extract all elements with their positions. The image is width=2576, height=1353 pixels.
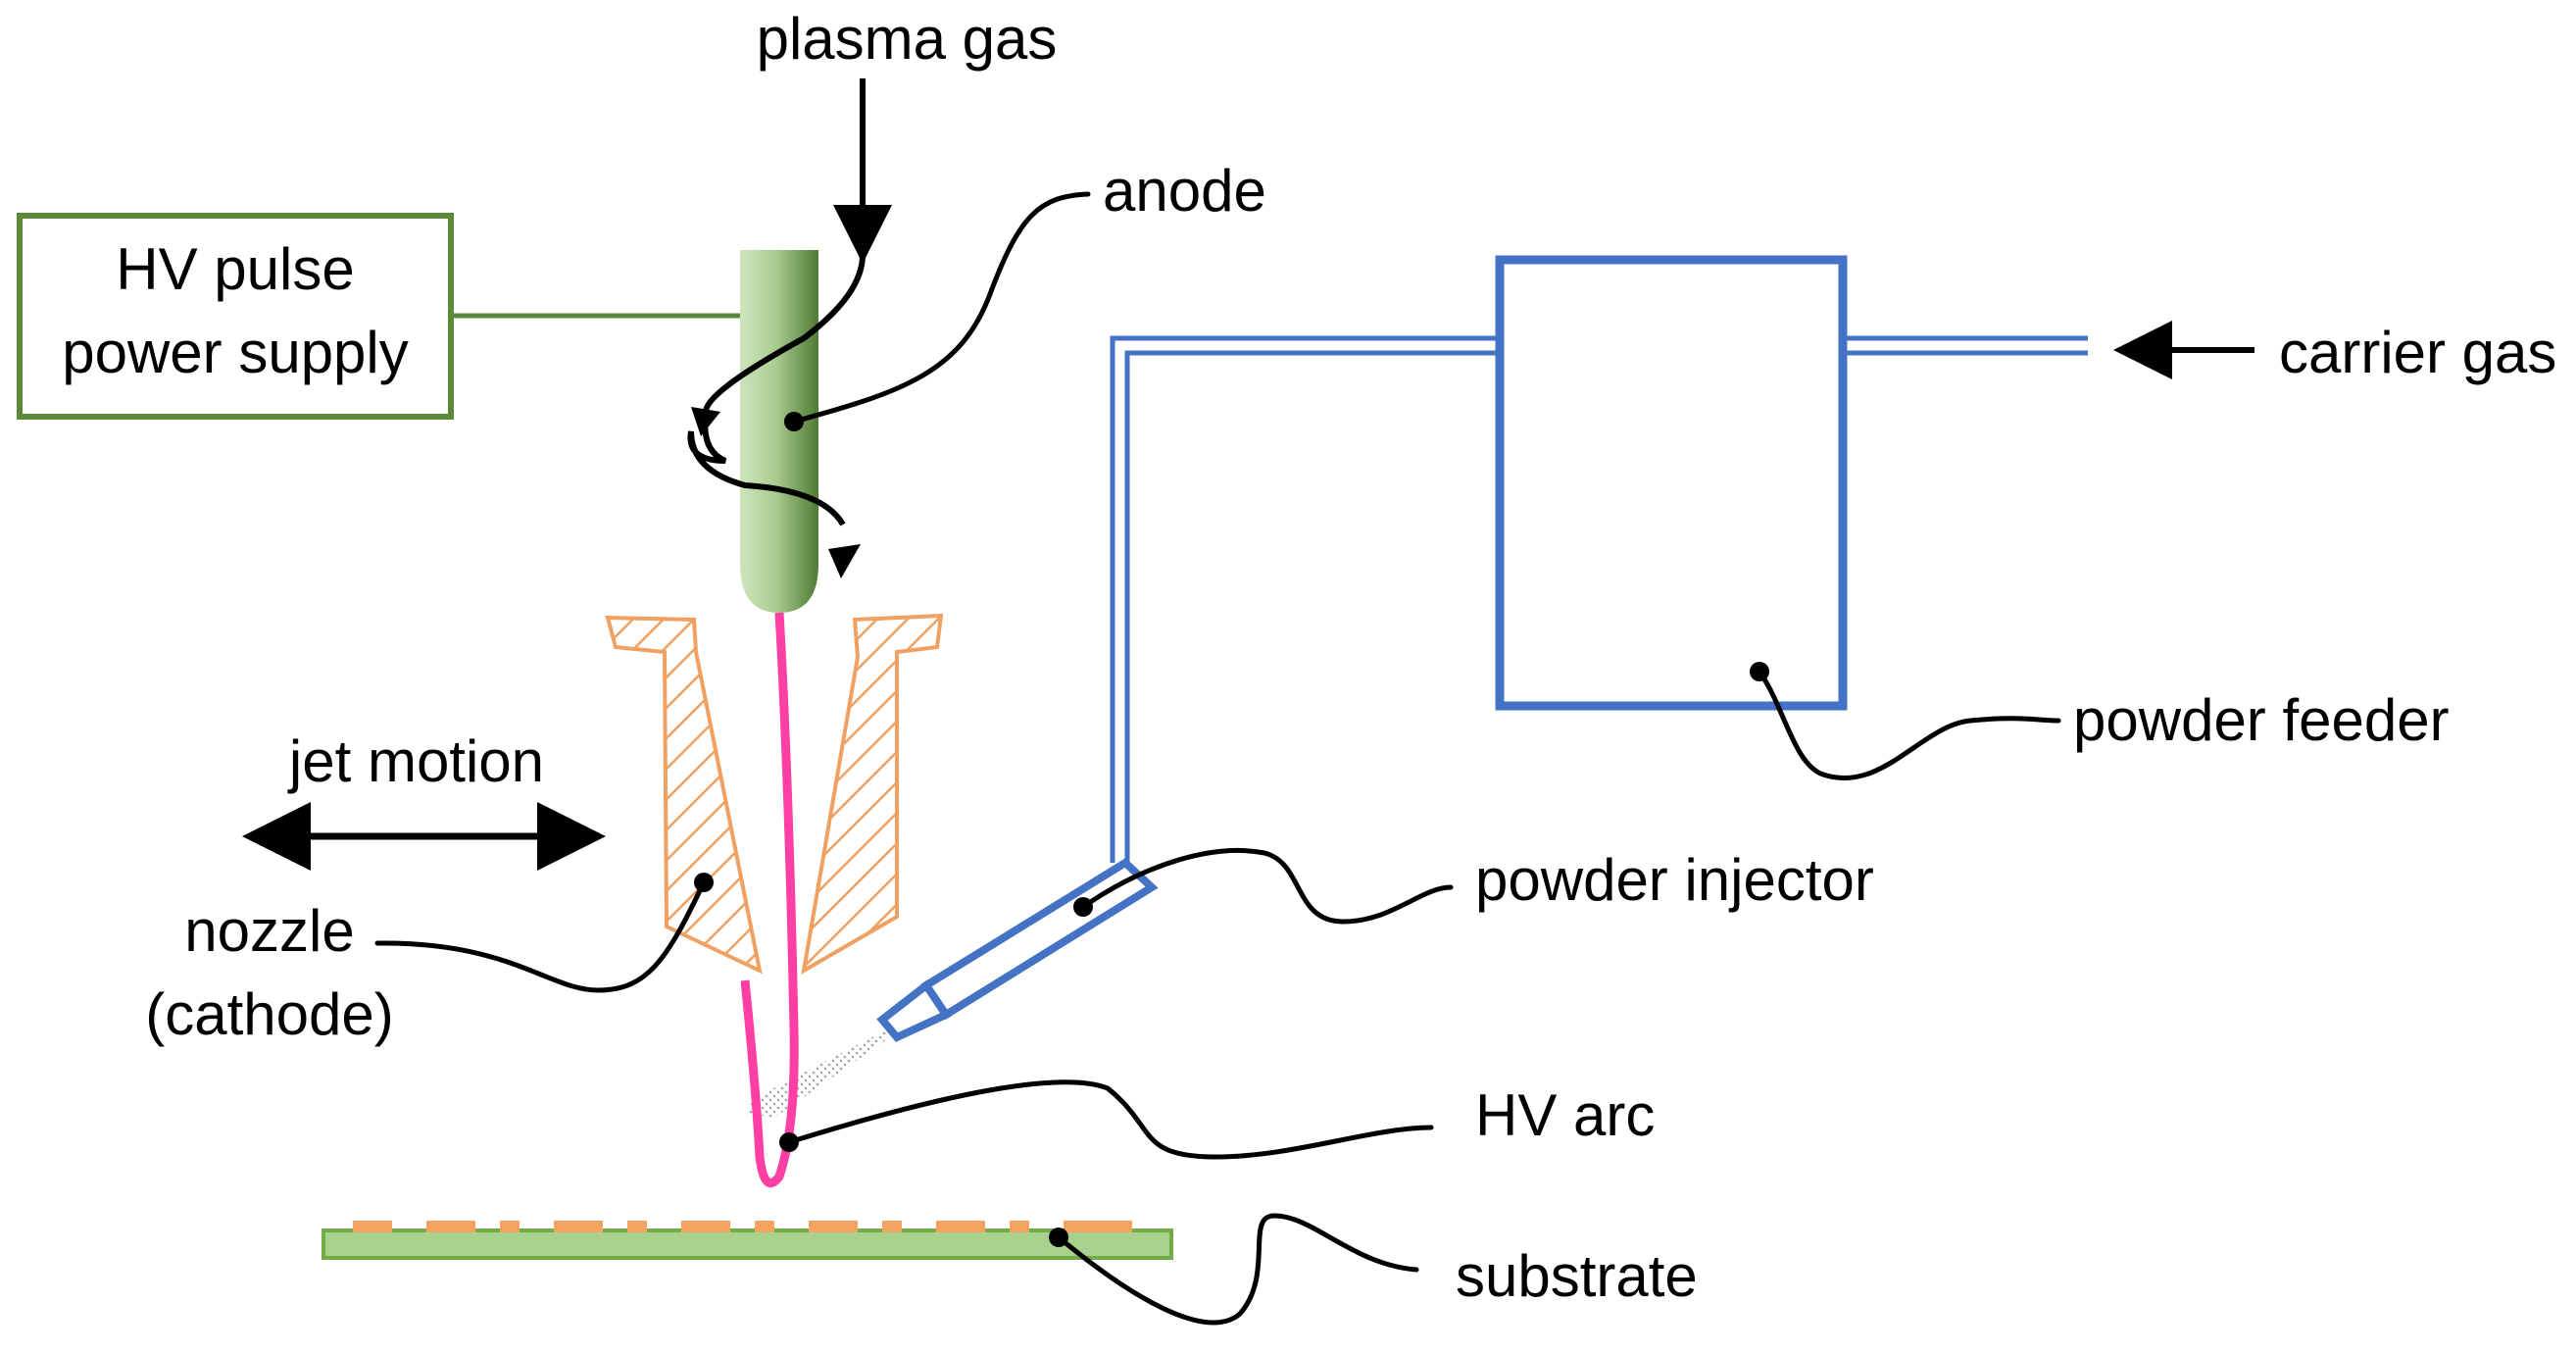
hv-arc-label: HV arc bbox=[1475, 1082, 1655, 1148]
swirl-arrowhead-left-icon bbox=[691, 407, 720, 436]
substrate-leader bbox=[1056, 1213, 1419, 1326]
powder-spray bbox=[745, 1029, 887, 1118]
substrate: substrate bbox=[322, 1213, 1698, 1326]
powder-feeder: powder feeder bbox=[1110, 255, 2450, 863]
powder-injector-label: powder injector bbox=[1475, 847, 1874, 913]
power-supply-label-line2: power supply bbox=[62, 320, 409, 385]
powder-injector-tip bbox=[876, 979, 952, 1042]
anode-body bbox=[740, 250, 818, 613]
powder-injector: powder injector bbox=[876, 847, 1874, 1042]
jet-motion-label: jet motion bbox=[287, 728, 544, 794]
feeder-tube-left-outer bbox=[1110, 335, 1500, 863]
anode-leader bbox=[791, 191, 1091, 425]
nozzle: nozzle (cathode) bbox=[145, 613, 944, 1047]
powder-feeder-leader bbox=[1757, 669, 2061, 781]
power-supply-label-line1: HV pulse bbox=[116, 236, 354, 302]
substrate-board bbox=[322, 1228, 1173, 1260]
hv-arc-leader bbox=[786, 1079, 1434, 1160]
anode: anode bbox=[687, 158, 1266, 613]
nozzle-left-wall bbox=[605, 615, 763, 975]
substrate-label: substrate bbox=[1456, 1243, 1698, 1309]
substrate-pads bbox=[353, 1221, 1132, 1232]
nozzle-leader bbox=[374, 879, 707, 993]
carrier-gas-label: carrier gas bbox=[2279, 320, 2556, 385]
hv-arc: HV arc bbox=[740, 612, 1655, 1188]
powder-feeder-box bbox=[1495, 255, 1848, 711]
gas-swirl-icon bbox=[687, 254, 866, 526]
plasma-gas-inlet: plasma gas bbox=[757, 6, 1058, 264]
hv-arc-line bbox=[740, 612, 799, 1188]
swirl-arrowhead-right-icon bbox=[828, 544, 861, 578]
powder-injector-leader bbox=[1080, 848, 1454, 925]
power-supply: HV pulse power supply bbox=[17, 213, 740, 420]
jet-motion: jet motion bbox=[242, 728, 606, 871]
powder-feeder-label: powder feeder bbox=[2073, 687, 2450, 753]
nozzle-right-wall bbox=[801, 613, 944, 975]
carrier-gas-inlet: carrier gas bbox=[2113, 320, 2556, 385]
nozzle-label-line2: (cathode) bbox=[145, 981, 393, 1047]
plasma-gas-label: plasma gas bbox=[757, 6, 1058, 72]
feeder-tube-left-inner bbox=[1124, 350, 1500, 863]
nozzle-label-line1: nozzle bbox=[184, 898, 354, 964]
power-supply-box bbox=[17, 213, 454, 420]
anode-label: anode bbox=[1103, 158, 1266, 224]
